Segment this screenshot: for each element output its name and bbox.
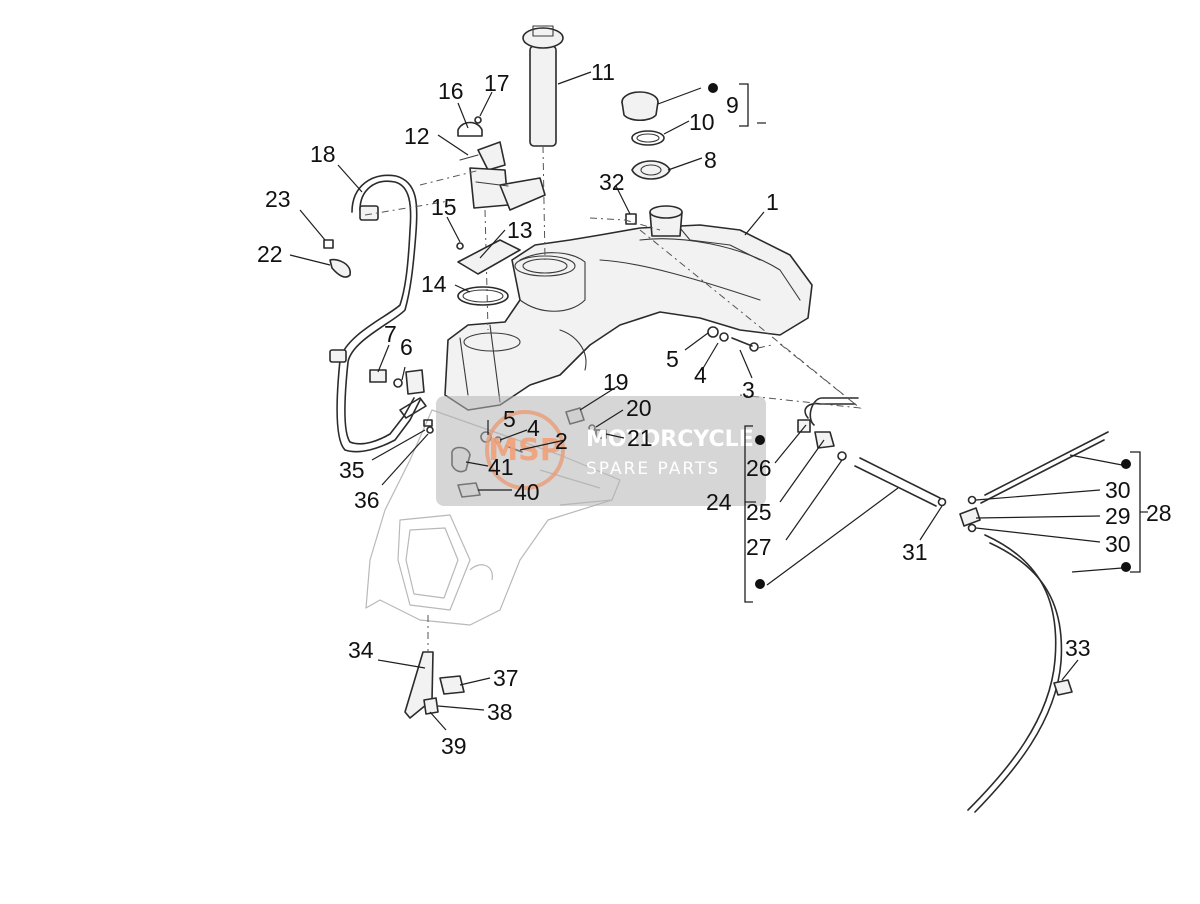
callout-8: 8 — [704, 147, 717, 173]
fuel-hose — [329, 174, 421, 453]
callout-19: 19 — [603, 369, 629, 395]
callout-20: 20 — [626, 395, 652, 421]
callout-35: 35 — [339, 457, 365, 483]
callout-4-second: 4 — [527, 415, 540, 441]
callout-16: 16 — [438, 78, 464, 104]
callout-28: 28 — [1146, 500, 1172, 526]
pump-plate-and-seal — [456, 239, 521, 306]
lower-bracket-and-valve — [404, 615, 465, 719]
callout-9: 9 — [726, 92, 739, 118]
callout-5-second: 5 — [503, 406, 516, 432]
breather-hose-set-left — [797, 397, 941, 507]
callout-38: 38 — [487, 699, 513, 725]
callout-1: 1 — [766, 189, 779, 215]
small-fasteners — [423, 213, 637, 434]
callout-25: 25 — [746, 499, 772, 525]
filler-cap-assembly — [621, 91, 671, 180]
callout-26: 26 — [746, 455, 772, 481]
callout-30: 30 — [1105, 477, 1131, 503]
callout-21: 21 — [627, 425, 653, 451]
callout-13: 13 — [507, 217, 533, 243]
fitting-and-clip — [369, 369, 427, 419]
callout-7: 7 — [384, 321, 397, 347]
callout-36: 36 — [354, 487, 380, 513]
callout-27: 27 — [746, 534, 772, 560]
assembly-axis-lines — [364, 169, 862, 409]
callout-34: 34 — [348, 637, 374, 663]
clamp-and-nut — [457, 116, 483, 137]
callout-17: 17 — [484, 70, 510, 96]
callout-6: 6 — [400, 334, 413, 360]
callout-5: 5 — [666, 346, 679, 372]
callout-32: 32 — [599, 169, 625, 195]
callout-37: 37 — [493, 665, 519, 691]
callout-40: 40 — [514, 479, 540, 505]
callout-15: 15 — [431, 194, 457, 220]
callout-18: 18 — [310, 141, 336, 167]
callout-2: 2 — [555, 428, 568, 454]
callout-31: 31 — [902, 539, 928, 565]
callout-29: 29 — [1105, 503, 1131, 529]
fuel-pump — [459, 141, 546, 331]
callout-39: 39 — [441, 733, 467, 759]
fuel-level-sender — [522, 25, 564, 261]
group-brackets — [739, 83, 1141, 603]
callout-4: 4 — [694, 362, 707, 388]
watermark-line2: SPARE PARTS — [586, 459, 720, 479]
bracket-and-nut-left — [323, 239, 351, 278]
watermark-logo: MSP — [488, 433, 561, 468]
callout-33: 33 — [1065, 635, 1091, 661]
callout-3: 3 — [742, 377, 755, 403]
callout-10: 10 — [689, 109, 715, 135]
watermark: MSP MOTORCYCLE SPARE PARTS — [436, 396, 766, 506]
hose-clip — [1053, 679, 1073, 696]
callout-12: 12 — [404, 123, 430, 149]
callout-30-second: 30 — [1105, 531, 1131, 557]
reference-dots — [708, 83, 1131, 589]
bolt-set-right — [707, 326, 773, 352]
callout-23: 23 — [265, 186, 291, 212]
callout-41: 41 — [488, 454, 514, 480]
callout-22: 22 — [257, 241, 283, 267]
fuel-tank — [444, 205, 813, 411]
watermark-line1: MOTORCYCLE — [586, 427, 754, 452]
callout-labels: 1 2 3 4 5 6 7 8 9 10 11 12 13 14 15 16 1… — [257, 59, 1172, 759]
callout-24: 24 — [706, 489, 732, 515]
callout-11: 11 — [591, 59, 615, 85]
breather-hose-set-right — [937, 431, 1109, 813]
leader-lines — [289, 71, 1148, 731]
callout-14: 14 — [421, 271, 447, 297]
